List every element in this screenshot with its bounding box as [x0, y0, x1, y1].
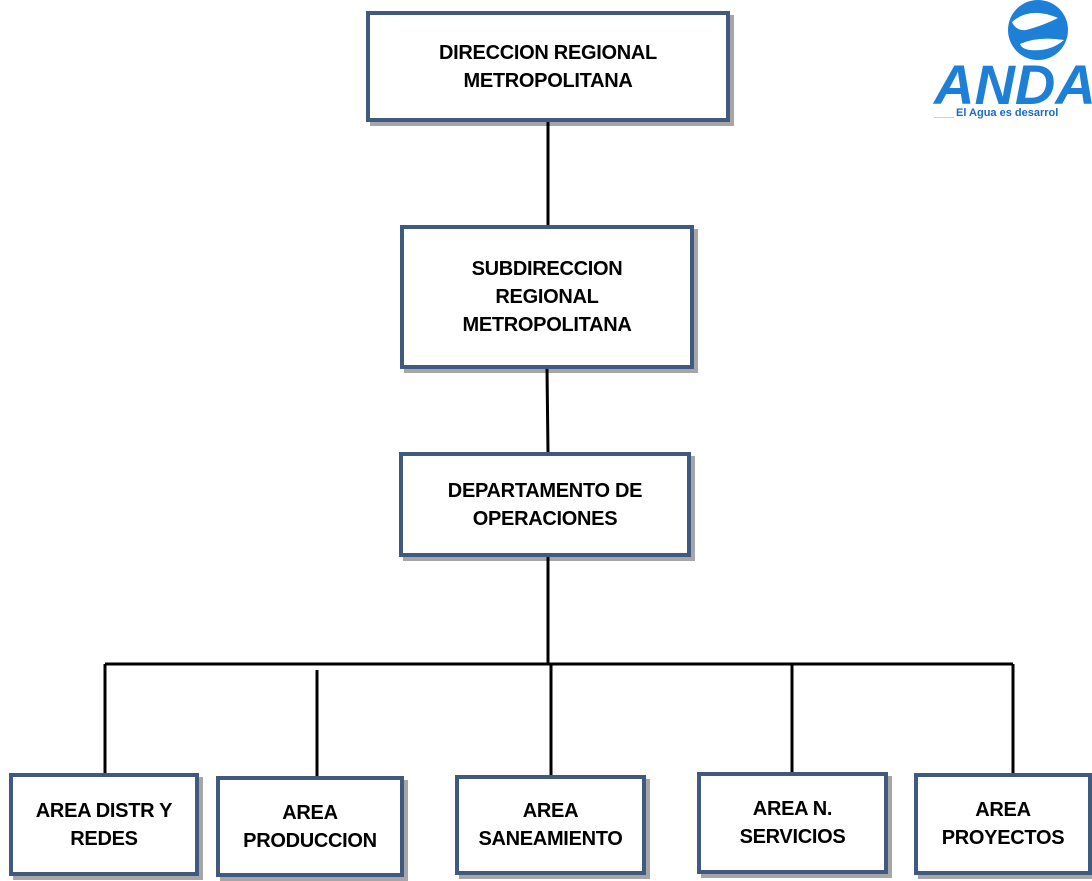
- logo-wordmark: ANDA: [932, 53, 1092, 116]
- logo-drop-icon: [1008, 0, 1068, 60]
- node-label: AREA N.SERVICIOS: [739, 798, 846, 848]
- anda-logo: ANDA: [932, 0, 1092, 118]
- connector-l2-l3: [545, 368, 550, 453]
- node-area-n-servicios: AREA N.SERVICIOS: [697, 772, 888, 874]
- logo-tagline: El Agua es desarrol: [956, 107, 1059, 119]
